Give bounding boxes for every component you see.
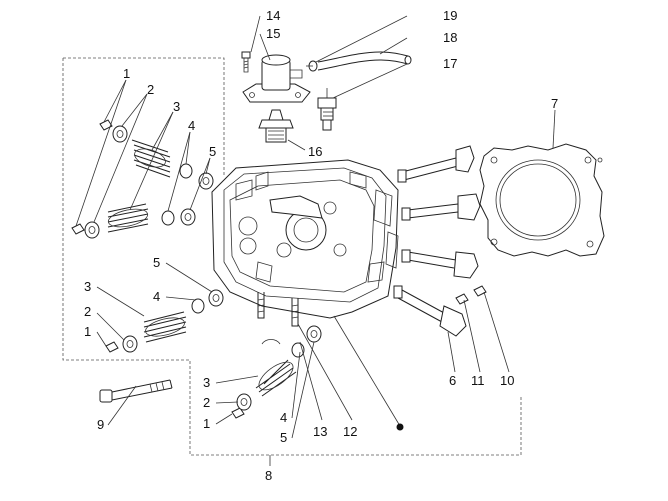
callout-8: 8 <box>265 468 272 483</box>
hose-clamp-icon <box>306 60 318 72</box>
valve-icon <box>393 145 481 337</box>
callout-4-bottom: 4 <box>280 410 287 425</box>
callout-2-bottom: 2 <box>203 395 210 410</box>
callout-13: 13 <box>313 424 327 439</box>
valve-spring-icon <box>107 139 171 233</box>
spring-cap-icon <box>84 125 128 239</box>
callout-15: 15 <box>266 26 280 41</box>
callout-18: 18 <box>443 30 457 45</box>
callout-3-mid: 3 <box>84 279 91 294</box>
callout-7: 7 <box>551 96 558 111</box>
valve-collet-small-icon <box>455 285 487 305</box>
callout-2-top: 2 <box>147 82 154 97</box>
callout-5-bottom: 5 <box>280 430 287 445</box>
lower-valve-train-icon <box>105 289 224 353</box>
callout-4-top: 4 <box>188 118 195 133</box>
callout-10: 10 <box>500 373 514 388</box>
callout-12: 12 <box>343 424 357 439</box>
callout-2-mid: 2 <box>84 304 91 319</box>
callout-5-top: 5 <box>209 144 216 159</box>
stud-bolt-icon <box>257 292 299 327</box>
callout-1-mid: 1 <box>84 324 91 339</box>
callout-3-bottom: 3 <box>203 375 210 390</box>
callout-4-mid: 4 <box>153 289 160 304</box>
callout-16: 16 <box>308 144 322 159</box>
thermostat-icon <box>258 109 294 143</box>
callout-19: 19 <box>443 8 457 23</box>
reference-dot <box>396 423 404 431</box>
long-bolt-icon <box>99 379 173 403</box>
callout-9: 9 <box>97 417 104 432</box>
valve-seal-icon <box>161 163 214 226</box>
screw-icon <box>241 51 251 73</box>
bottom-valve-train-icon <box>231 325 322 419</box>
head-gasket-icon <box>479 143 605 257</box>
callout-1-top: 1 <box>123 66 130 81</box>
callout-6: 6 <box>449 373 456 388</box>
callout-17: 17 <box>443 56 457 71</box>
callout-labels: 14 15 19 18 17 16 7 1 2 3 4 5 5 4 3 2 1 … <box>84 8 558 483</box>
valve-collet-icon <box>71 119 113 235</box>
callout-11: 11 <box>471 373 485 388</box>
hose-icon <box>317 51 412 71</box>
cylinder-head-icon <box>211 159 399 319</box>
group-outline-8 <box>62 57 522 456</box>
callout-1-bottom: 1 <box>203 416 210 431</box>
callout-3-top: 3 <box>173 99 180 114</box>
thermostat-housing-icon <box>242 54 311 103</box>
callout-5-mid: 5 <box>153 255 160 270</box>
leader-lines <box>75 15 556 439</box>
temperature-sender-icon <box>317 88 337 131</box>
callout-14: 14 <box>266 8 280 23</box>
